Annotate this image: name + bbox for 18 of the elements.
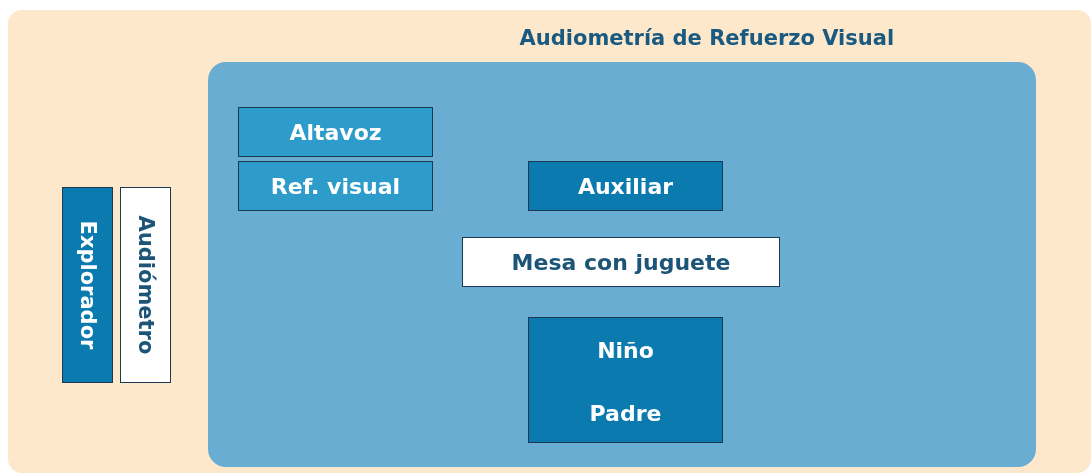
label-box — [120, 187, 171, 383]
label-box — [528, 317, 723, 443]
room-area — [8, 10, 1091, 473]
box-label: Niño — [597, 337, 654, 362]
box-label: Mesa con juguete — [511, 249, 731, 275]
title-text: Audiometría de Refuerzo Visual — [519, 26, 895, 50]
label-box — [462, 237, 780, 287]
box-label: Explorador — [75, 220, 100, 350]
label-box — [238, 161, 433, 211]
box-label: Ref. visual — [270, 173, 401, 199]
label-box — [62, 187, 113, 383]
box-label: Altavoz — [289, 119, 382, 145]
label-box — [528, 161, 723, 211]
box-label: Auxiliar — [577, 173, 674, 199]
label-box — [238, 107, 433, 157]
test-room — [208, 62, 1036, 467]
box-label: Audiómetro — [133, 215, 158, 355]
box-label: Padre — [589, 400, 662, 425]
